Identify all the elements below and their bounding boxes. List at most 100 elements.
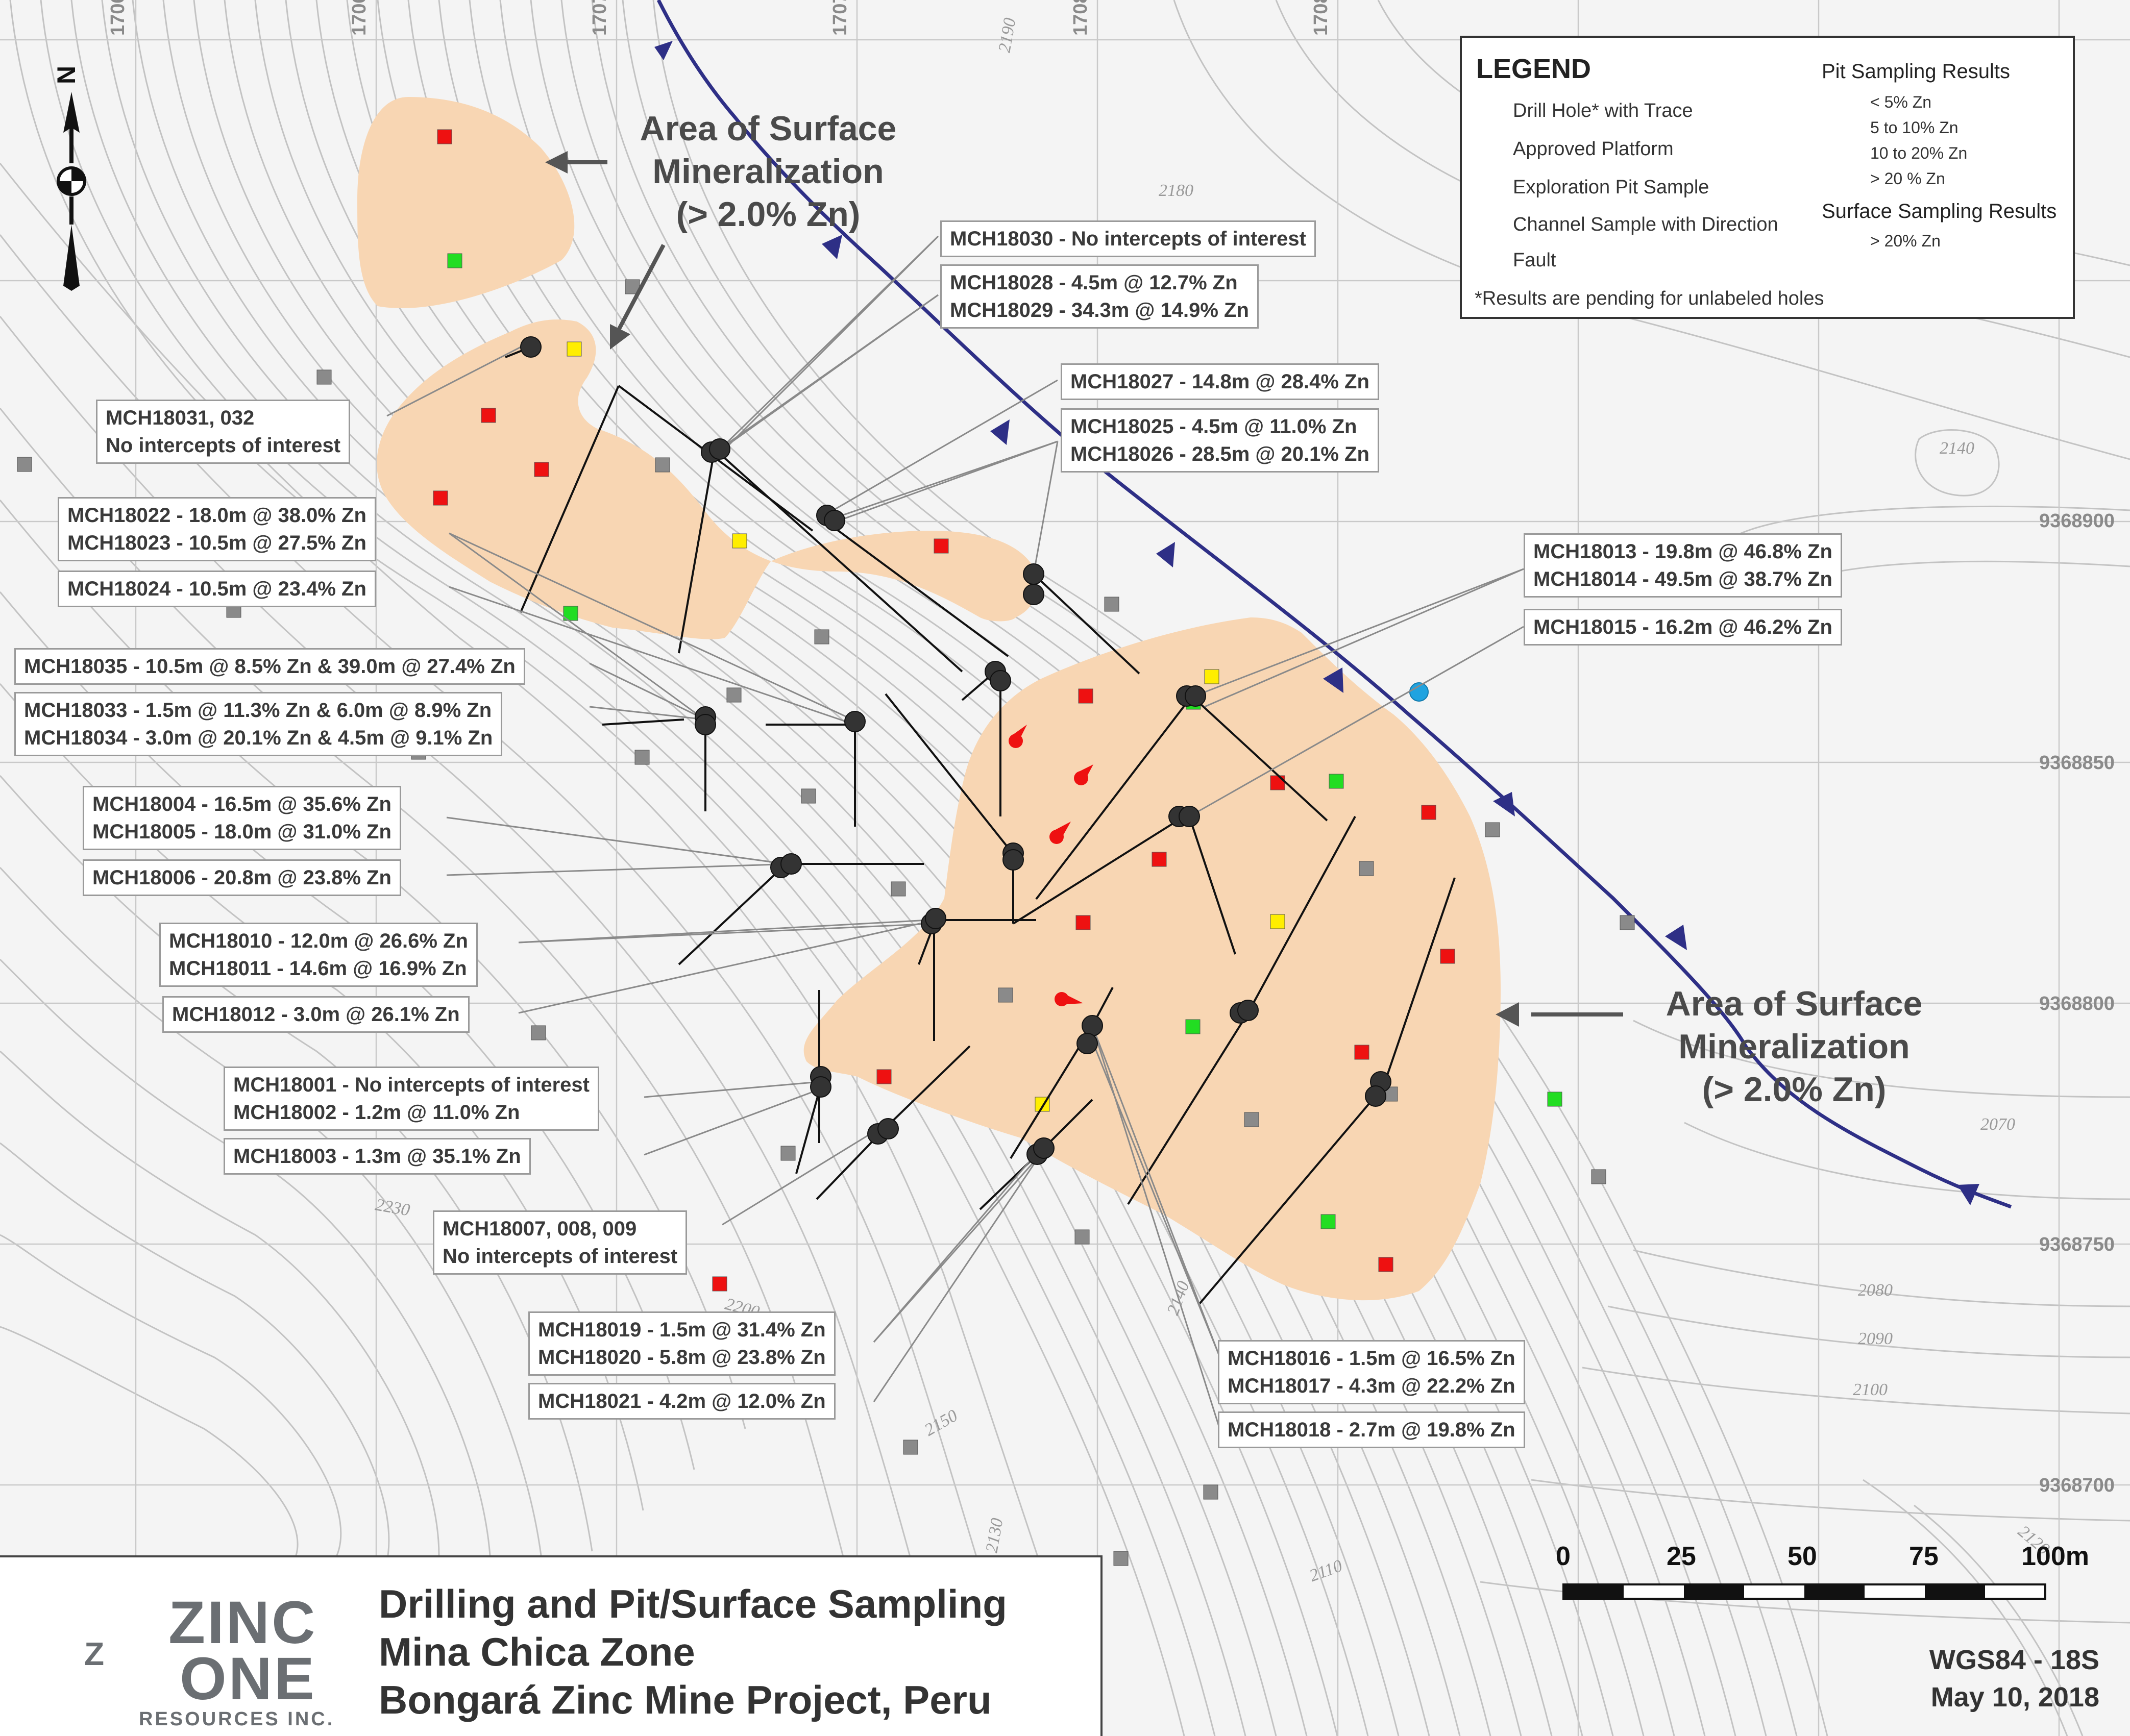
callout-line: MCH18012 - 3.0m @ 26.1% Zn <box>172 1003 460 1026</box>
callout-line: MCH18024 - 10.5m @ 23.4% Zn <box>67 578 366 600</box>
pit-sample-gray <box>998 987 1013 1003</box>
legend-surface-title: Surface Sampling Results <box>1822 200 2057 222</box>
area-label-line: Area of Surface <box>1666 984 1923 1023</box>
callout-line: MCH18027 - 14.8m @ 28.4% Zn <box>1070 370 1369 393</box>
pit-sample-gray <box>1074 1229 1090 1245</box>
pit-sample-red <box>1270 775 1285 790</box>
legend-item-channel-sample: Channel Sample with Direction <box>1513 214 1778 235</box>
pit-sample-yellow <box>732 533 747 549</box>
pit-sample-yellow <box>567 341 582 357</box>
callout-line: MCH18030 - No intercepts of interest <box>950 228 1306 250</box>
drill-hole <box>1023 584 1044 605</box>
area-label-line: (> 2.0% Zn) <box>676 195 861 234</box>
drill-callout: MCH18035 - 10.5m @ 8.5% Zn & 39.0m @ 27.… <box>14 648 525 685</box>
mineralization-area-north <box>357 97 575 308</box>
callout-line: No intercepts of interest <box>106 434 341 457</box>
legend-pit-title: Pit Sampling Results <box>1822 60 2011 83</box>
callout-line: MCH18022 - 18.0m @ 38.0% Zn <box>67 504 366 527</box>
contour-label: 2090 <box>1858 1329 1893 1348</box>
callout-line: MCH18035 - 10.5m @ 8.5% Zn & 39.0m @ 27.… <box>24 655 516 678</box>
drill-hole <box>1033 1137 1055 1159</box>
pit-sample-red <box>1440 949 1455 964</box>
pit-sample-green <box>447 253 462 268</box>
area-label-upper: Area of Surface Mineralization (> 2.0% Z… <box>615 107 921 236</box>
pit-sample-red <box>876 1069 892 1084</box>
contour-label: 2140 <box>1940 439 1974 458</box>
drill-holes <box>520 336 1391 1165</box>
contour-label: 2080 <box>1858 1281 1893 1300</box>
legend-box: LEGEND Drill Hole* with Trace Approved P… <box>1460 36 2075 319</box>
northing-label: 9368800 <box>2039 993 2115 1014</box>
north-label: N <box>52 65 81 85</box>
channel-sample <box>1074 764 1093 785</box>
pit-sample-gray <box>814 629 829 644</box>
drill-callout: MCH18015 - 16.2m @ 46.2% Zn <box>1524 609 1842 646</box>
callout-line: MCH18001 - No intercepts of interest <box>233 1074 590 1096</box>
pit-sample-gray <box>801 788 816 804</box>
area-label-line: Mineralization <box>1678 1027 1910 1066</box>
callout-line: MCH18031, 032 <box>106 407 255 429</box>
callout-line: MCH18029 - 34.3m @ 14.9% Zn <box>950 299 1249 321</box>
pit-sample-gray <box>726 687 742 703</box>
easting-label: 170650 <box>349 0 370 36</box>
pit-sample-gray <box>655 457 670 473</box>
pit-sample-yellow <box>1270 914 1285 929</box>
drill-hole <box>824 510 845 531</box>
callout-line: MCH18015 - 16.2m @ 46.2% Zn <box>1533 616 1832 638</box>
legend-item-fault: Fault <box>1513 250 1556 271</box>
drill-hole <box>1082 1015 1103 1036</box>
callout-line: MCH18021 - 4.2m @ 12.0% Zn <box>538 1390 826 1412</box>
drill-hole <box>990 670 1011 691</box>
easting-label: 170750 <box>829 0 851 36</box>
drill-hole <box>1365 1085 1386 1107</box>
pit-sample-gray <box>1485 822 1500 837</box>
drill-hole <box>520 336 542 358</box>
mineralization-area-south <box>803 617 1501 1301</box>
fault-tick <box>654 41 673 60</box>
callout-line: MCH18025 - 4.5m @ 11.0% Zn <box>1070 415 1357 438</box>
easting-label: 170800 <box>1070 0 1091 36</box>
callout-line: MCH18028 - 4.5m @ 12.7% Zn <box>950 271 1238 294</box>
area-label-line: Area of Surface <box>640 109 897 148</box>
pit-sample-green <box>1547 1092 1562 1107</box>
drill-hole <box>1237 1000 1259 1021</box>
callout-line: MCH18003 - 1.3m @ 35.1% Zn <box>233 1145 521 1168</box>
pit-sample-green <box>1320 1214 1336 1229</box>
callout-line: MCH18011 - 14.6m @ 16.9% Zn <box>169 957 467 980</box>
easting-label: 170850 <box>1310 0 1332 36</box>
mineralization-area-central <box>377 319 1037 639</box>
contour-label: 2180 <box>1159 181 1193 200</box>
drill-hole <box>695 714 716 735</box>
pit-sample-gray <box>891 881 906 897</box>
northing-label: 9368900 <box>2039 510 2115 532</box>
drill-hole <box>877 1118 899 1139</box>
pit-sample-gray <box>316 369 332 385</box>
scale-tick-label: 75 <box>1909 1542 1939 1571</box>
logo-subtext: RESOURCES INC. <box>139 1708 335 1730</box>
legend-pit-item: < 5% Zn <box>1870 93 1932 111</box>
north-arrow <box>57 92 86 291</box>
logo-z-letter: Z <box>84 1635 105 1672</box>
pit-sample-gray <box>1113 1551 1129 1566</box>
callout-line: MCH18016 - 1.5m @ 16.5% Zn <box>1228 1347 1515 1370</box>
drill-callout: MCH18006 - 20.8m @ 23.8% Zn <box>83 859 401 896</box>
callout-line: MCH18019 - 1.5m @ 31.4% Zn <box>538 1319 826 1341</box>
pit-sample-gray <box>1104 597 1119 612</box>
callout-leaders <box>386 235 1524 1427</box>
scale-tick-label: 100m <box>2021 1542 2089 1571</box>
easting-label: 170700 <box>589 0 610 36</box>
map-datum: WGS84 - 18S <box>1929 1645 2099 1675</box>
drill-callout: MCH18003 - 1.3m @ 35.1% Zn <box>224 1138 531 1175</box>
title-block: Z ZINC ONE RESOURCES INC. Drilling and P… <box>0 1555 1103 1736</box>
area-arrows <box>545 151 1623 1027</box>
callout-line: MCH18020 - 5.8m @ 23.8% Zn <box>538 1346 826 1369</box>
fault-tick <box>1493 792 1515 816</box>
channel-samples <box>1009 725 1093 1006</box>
drill-hole <box>1002 849 1024 871</box>
drill-hole <box>1076 1033 1098 1054</box>
map-title-line: Drilling and Pit/Surface Sampling <box>379 1581 1007 1626</box>
drill-callout: MCH18018 - 2.7m @ 19.8% Zn <box>1218 1411 1525 1448</box>
pit-sample-gray <box>1591 1169 1606 1184</box>
callout-line: MCH18002 - 1.2m @ 11.0% Zn <box>233 1101 520 1124</box>
